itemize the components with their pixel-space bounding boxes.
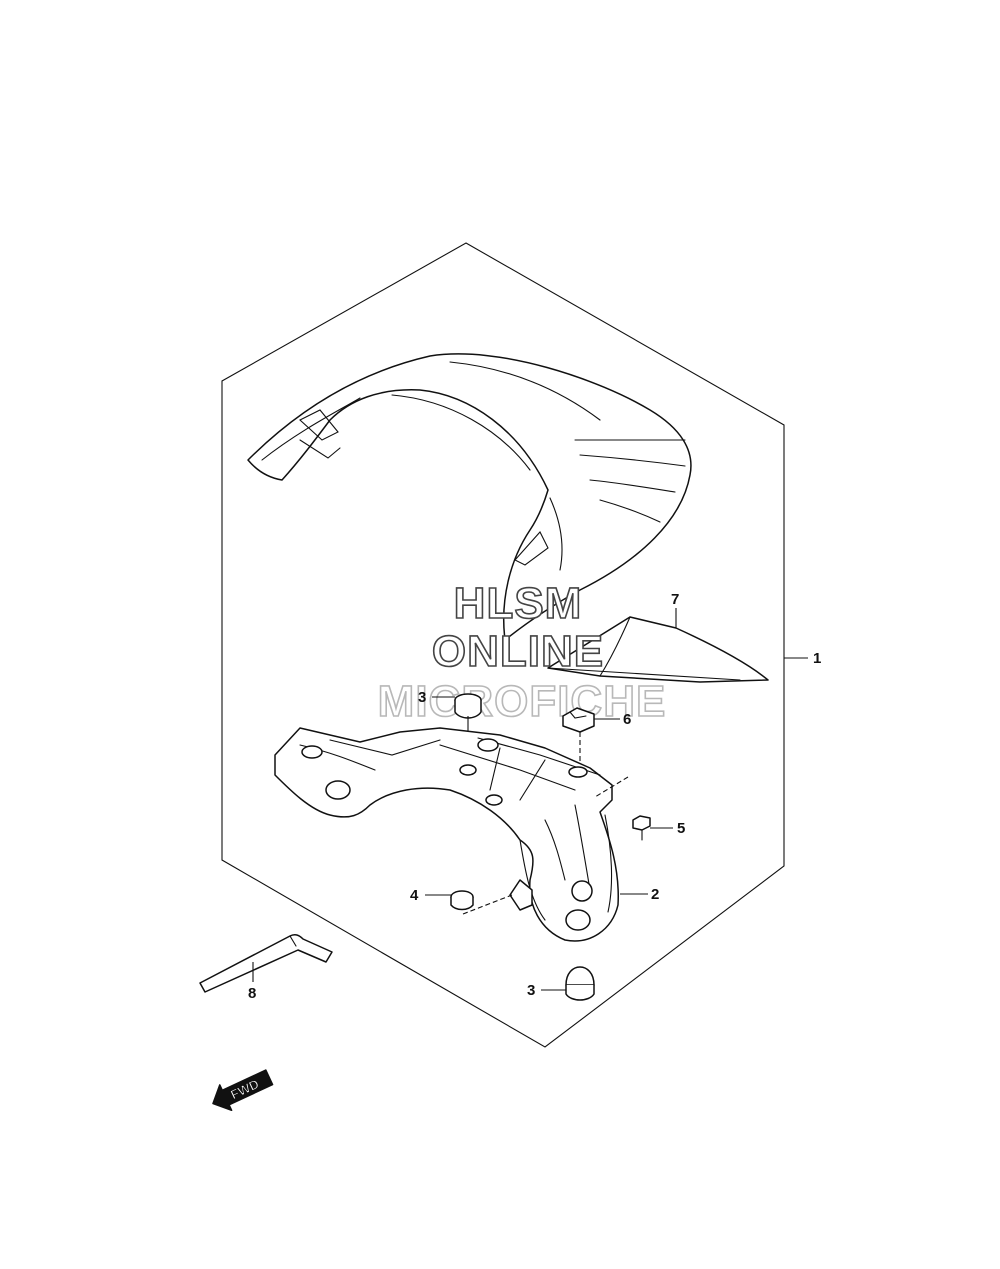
part-8-hex-key[interactable] <box>199 934 333 993</box>
callout-2[interactable]: 2 <box>651 886 659 903</box>
part-7-pad[interactable] <box>547 616 769 683</box>
callout-3-bottom[interactable]: 3 <box>527 982 535 999</box>
part-3-grommet-top[interactable] <box>454 693 482 719</box>
callout-1[interactable]: 1 <box>813 650 821 667</box>
kit-outline <box>221 242 785 1048</box>
watermark-line2: ONLINE <box>432 627 604 676</box>
axis-4 <box>462 894 513 915</box>
callout-5[interactable]: 5 <box>677 820 685 837</box>
part-2-bracket[interactable] <box>274 727 620 942</box>
callout-8[interactable]: 8 <box>248 985 256 1002</box>
axis-5 <box>594 776 629 798</box>
part-5-bolt[interactable] <box>632 815 651 841</box>
watermark-line1: HLSM <box>454 579 583 628</box>
seat-cowl[interactable] <box>247 353 692 641</box>
fwd-arrow-icon <box>212 1069 274 1112</box>
callout-7[interactable]: 7 <box>671 591 679 608</box>
part-3-grommet-bottom[interactable] <box>565 966 595 1001</box>
callout-6[interactable]: 6 <box>623 711 631 728</box>
part-6-clip-nut[interactable] <box>562 707 595 733</box>
part-4-cap[interactable] <box>450 890 474 911</box>
callout-4[interactable]: 4 <box>410 887 419 904</box>
watermark: HLSM ONLINE MICROFICHE <box>377 578 667 727</box>
callout-3-top[interactable]: 3 <box>418 689 426 706</box>
fwd-arrow: FWD <box>212 1069 274 1112</box>
fwd-label: FWD <box>228 1076 261 1102</box>
watermark-line3: MICROFICHE <box>378 677 667 726</box>
